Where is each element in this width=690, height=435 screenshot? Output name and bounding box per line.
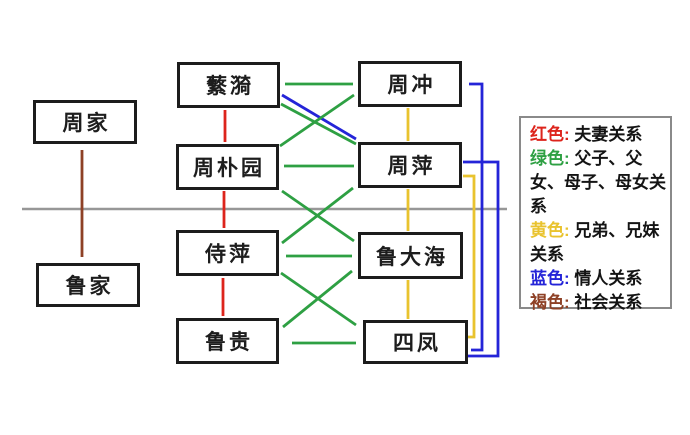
legend-desc-yellow: 兄弟、兄妹关系	[530, 221, 660, 264]
node-lugui: 鲁贵	[176, 318, 279, 364]
node-lujia: 鲁家	[36, 263, 140, 307]
edge-fanyi-zhouping-blue	[281, 93, 357, 141]
legend-term-red: 红色:	[530, 125, 575, 144]
edge-zhouping-sifeng-yellow	[463, 174, 476, 339]
legend-box: 红色: 夫妻关系绿色: 父子、父女、母子、母女关系黄色: 兄弟、兄妹关系蓝色: …	[519, 116, 672, 312]
node-zhoupuyuan: 周朴园	[176, 144, 279, 190]
legend-term-brown: 褐色:	[530, 293, 575, 312]
node-shiping: 侍萍	[176, 230, 279, 276]
legend-desc-red: 夫妻关系	[574, 125, 643, 144]
node-ludahai: 鲁大海	[358, 232, 463, 279]
node-zhouchong: 周冲	[358, 61, 462, 107]
edge-lugui-ludahai-green	[282, 269, 353, 329]
edge-zhouping-sifeng-blue	[462, 160, 500, 358]
legend-desc-blue: 情人关系	[574, 269, 643, 288]
edge-fanyi-zhouping-green	[280, 102, 357, 146]
legend-term-blue: 蓝色:	[530, 269, 575, 288]
legend-entry-red: 红色: 夫妻关系	[530, 123, 666, 147]
legend-term-green: 绿色:	[530, 149, 575, 168]
node-zhoujia: 周家	[33, 100, 137, 144]
legend-entry-brown: 褐色: 社会关系	[530, 291, 666, 315]
legend-desc-brown: 社会关系	[574, 293, 643, 312]
legend-entry-green: 绿色: 父子、父女、母子、母女关系	[530, 147, 666, 219]
legend-entry-blue: 蓝色: 情人关系	[530, 267, 666, 291]
legend-entry-yellow: 黄色: 兄弟、兄妹关系	[530, 219, 666, 267]
node-fanyi: 蘩漪	[177, 62, 280, 108]
legend-desc-green: 父子、父女、母子、母女关系	[530, 149, 666, 216]
node-sifeng: 四凤	[363, 320, 468, 364]
edge-zhouchong-sifeng-blue	[469, 82, 484, 352]
edge-shiping-zhouping-green	[281, 186, 354, 245]
edge-zhoupuyuan-zhouchong-green	[279, 93, 355, 148]
legend-term-yellow: 黄色:	[530, 221, 575, 240]
node-zhouping: 周萍	[358, 142, 462, 188]
